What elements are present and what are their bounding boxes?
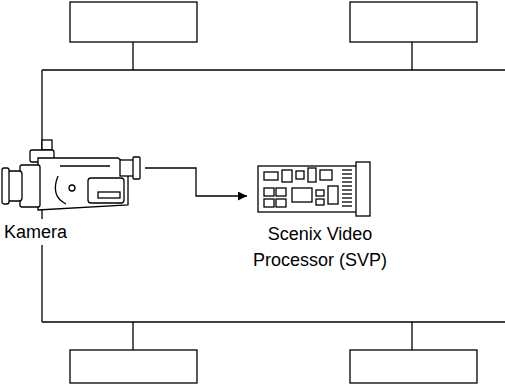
camera-illustration [2,140,140,210]
board-pin [342,201,352,202]
board-pin [342,181,352,182]
board-pin [342,197,352,198]
wheel [70,2,197,42]
board-pin [342,189,352,190]
processor-node: Scenix Video Processor (SVP) [247,163,393,273]
wheel [350,350,477,383]
board-pin [342,185,352,186]
node-label: Scenix Video Processor (SVP) [247,221,393,273]
camera-node: Kamera [0,135,145,245]
axle [132,322,133,350]
board-pin [342,205,352,206]
board-pin [342,173,352,174]
board-pin [342,193,352,194]
wheel [350,2,477,42]
axle [411,322,412,350]
processor-board-illustration [258,162,370,216]
board-pin [342,169,352,170]
signal-arrow [145,168,247,196]
axle [132,42,133,70]
chassis-frame [42,69,505,70]
axle [411,42,412,70]
chassis-frame [42,321,505,322]
node-label: Kamera [4,219,67,245]
board-pin [342,177,352,178]
wheel [70,350,197,383]
